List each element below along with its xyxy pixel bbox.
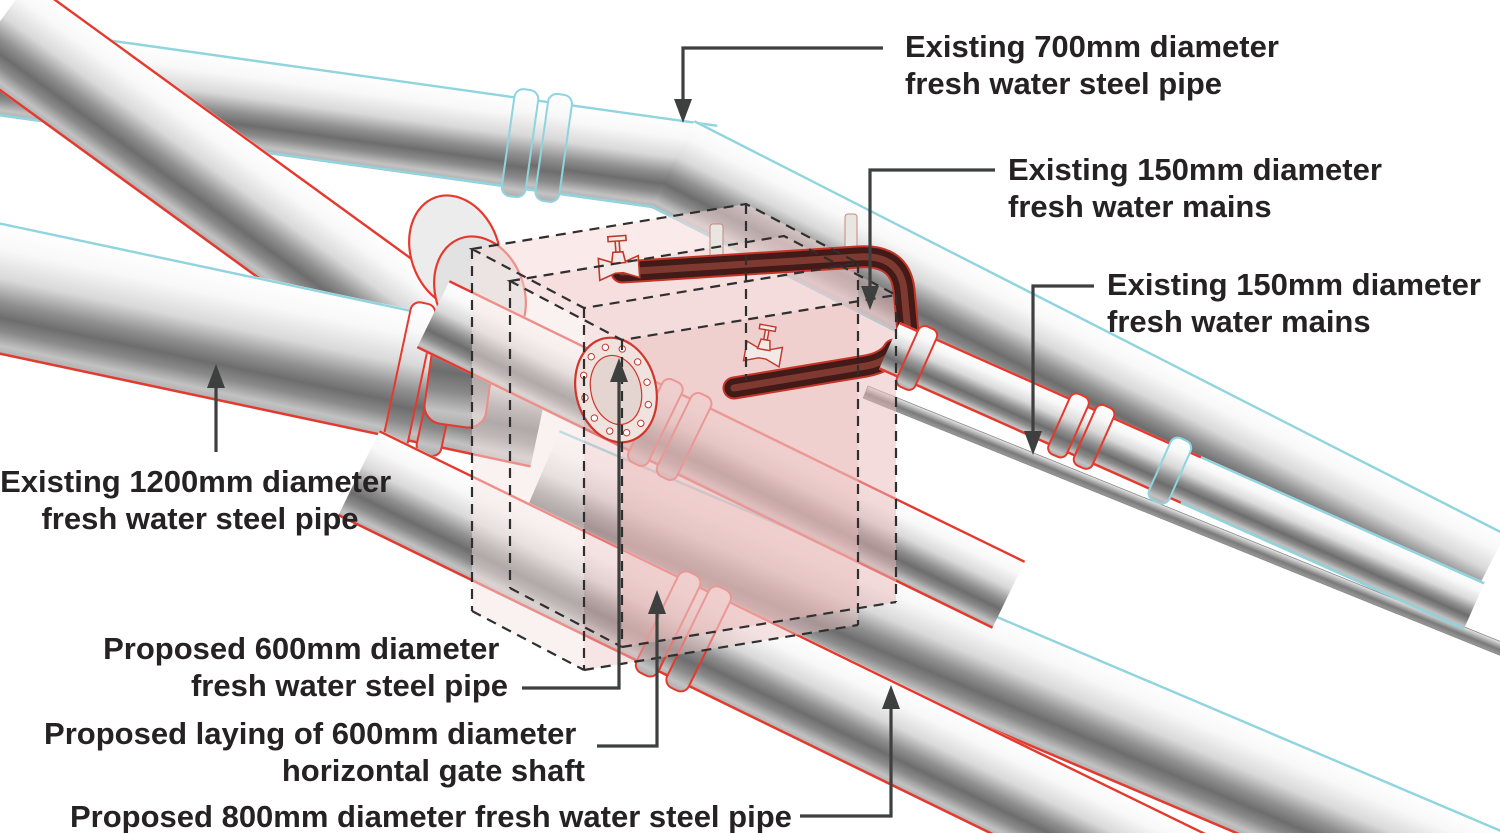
annotation-existing-700mm: Existing 700mm diameter fresh water stee… [674, 29, 1288, 123]
leader-line [522, 382, 621, 690]
arrow-down-icon [1024, 431, 1042, 455]
arrow-up-icon [610, 358, 628, 382]
arrow-down-icon [861, 286, 879, 310]
shaft-box-proposed [468, 202, 900, 672]
label-existing-1200mm: Existing 1200mm diameter fresh water ste… [0, 464, 400, 536]
label-proposed-800mm: Proposed 800mm diameter fresh water stee… [70, 799, 792, 833]
annotation-proposed-800mm: Proposed 800mm diameter fresh water stee… [70, 685, 900, 833]
annotation-proposed-600mm: Proposed 600mm diameter fresh water stee… [103, 358, 628, 703]
label-proposed-gate-shaft: Proposed laying of 600mm diameter horizo… [44, 716, 585, 788]
pipe-coupling [500, 88, 573, 203]
leader-line [800, 709, 893, 818]
flange-icon [574, 336, 658, 444]
annotation-proposed-gate-shaft: Proposed laying of 600mm diameter horizo… [44, 590, 666, 788]
label-existing-150mm-a: Existing 150mm diameter fresh water main… [1008, 152, 1391, 224]
leader-line [1031, 284, 1094, 431]
label-existing-150mm-b: Existing 150mm diameter fresh water main… [1107, 267, 1490, 339]
annotation-existing-150mm-a: Existing 150mm diameter fresh water main… [861, 152, 1391, 310]
pipe-coupling [895, 324, 1193, 505]
leader-line [597, 614, 659, 748]
arrow-down-icon [674, 99, 692, 123]
annotation-existing-1200mm: Existing 1200mm diameter fresh water ste… [0, 364, 400, 536]
label-existing-700mm: Existing 700mm diameter fresh water stee… [905, 29, 1288, 101]
gate-valve-icon [742, 323, 784, 369]
annotation-existing-150mm-b: Existing 150mm diameter fresh water main… [1024, 267, 1490, 455]
pipe-existing-150mm-branch [878, 322, 1485, 630]
arrow-up-icon [882, 685, 900, 709]
arrow-up-icon [207, 364, 225, 388]
leader-line [681, 46, 883, 99]
label-proposed-600mm: Proposed 600mm diameter fresh water stee… [103, 631, 508, 703]
arrow-up-icon [648, 590, 666, 614]
leader-line [868, 168, 995, 286]
